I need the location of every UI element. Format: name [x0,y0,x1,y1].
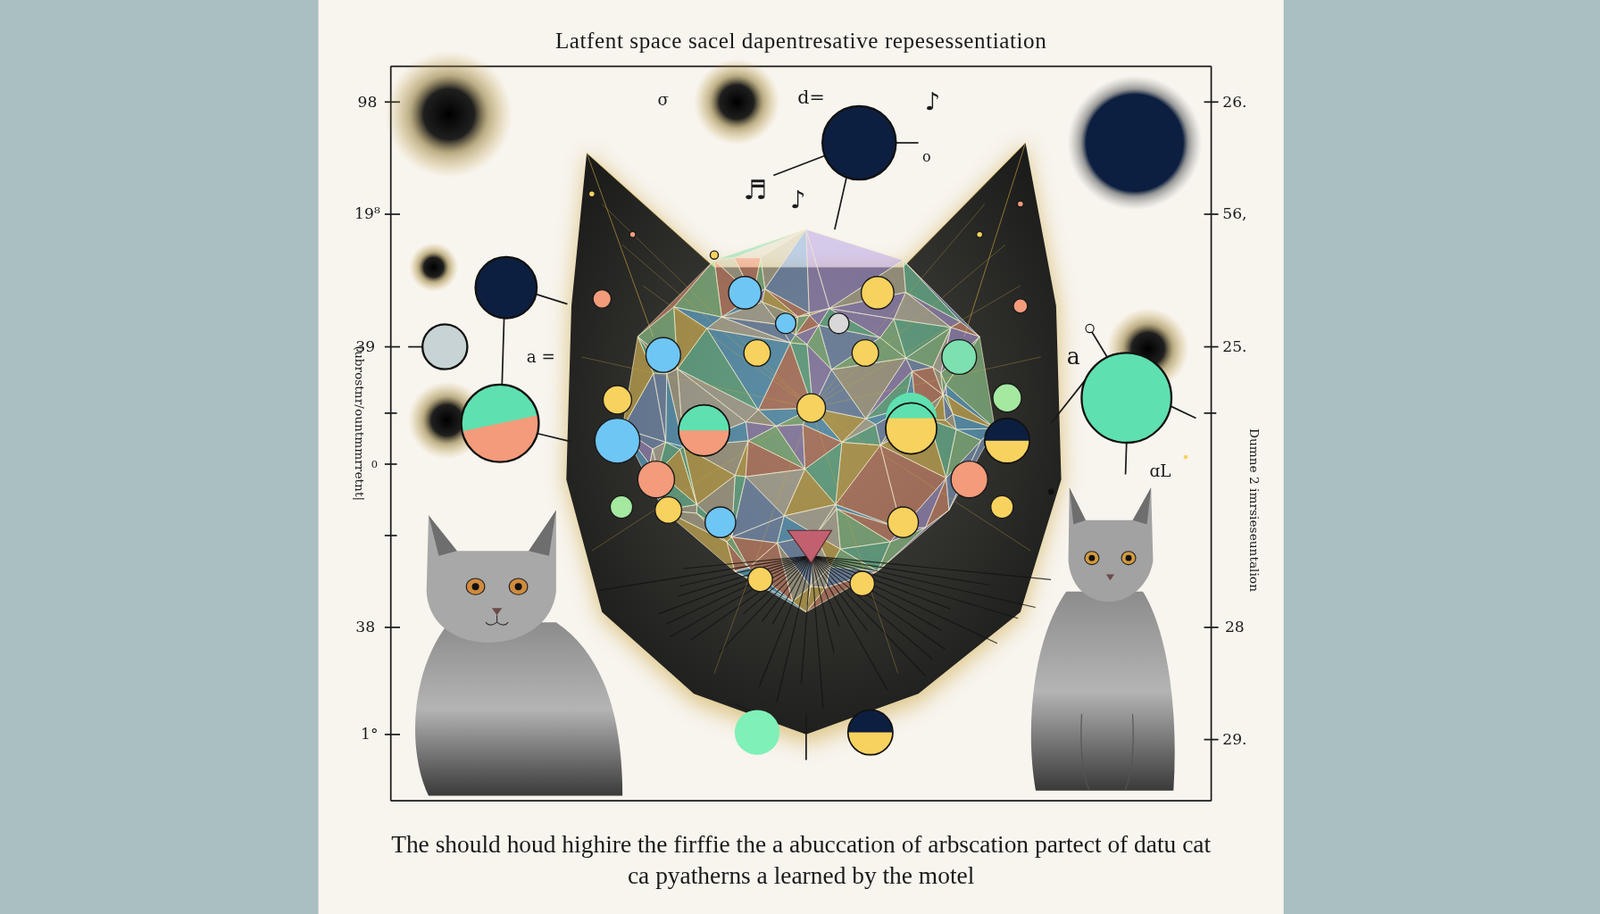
feature-dot [588,191,595,198]
ray-line [811,556,934,660]
ray-line [811,556,942,631]
symbol: d= [797,86,825,108]
feature-dot [748,566,773,592]
feature-dot [861,276,895,310]
feature-dot [976,231,984,238]
axis-number: 1° [360,725,378,743]
variable-label: ɑL [1149,462,1171,481]
axis-number: 26. [1222,93,1247,111]
axis-number: 28 [1225,618,1245,636]
feature-dot [941,340,977,375]
ray-line [669,556,811,638]
feature-dot [828,313,850,334]
feature-dot [992,383,1022,413]
ray-line [622,244,811,409]
axis-label: (ubrostnr/ountmmrretnt| [352,346,367,501]
ray-line [811,556,951,609]
feature-dot [592,290,612,309]
ray-line [642,285,812,409]
ray-line [811,556,1019,619]
feature-dot [991,495,1014,518]
ray-line [811,285,1021,409]
ray-line [601,204,811,409]
ray-line [811,556,990,585]
feature-dot [655,497,683,525]
feature-dot [728,276,762,310]
ray-line [811,556,998,644]
feature-dot [743,340,771,367]
music-note: ♪ [925,88,942,116]
ray-line [811,556,1036,609]
music-note: ♬ [742,175,767,205]
axis-number: 98 [358,93,378,111]
feature-dot [850,571,875,596]
feature-dot [645,337,681,373]
ray-line [811,556,824,709]
ray-line [811,244,1006,409]
variable-label: a [1066,344,1081,370]
feature-dot [887,507,918,538]
music-note: ♪ [790,186,807,214]
ray-line [811,556,946,650]
feature-dot [602,385,632,415]
mosaic-facet [714,229,807,260]
feature-dot [1016,200,1024,208]
feature-dot [594,418,640,464]
feature-dot [1013,299,1028,314]
ray-line [666,556,812,625]
ray-line [679,556,812,587]
mosaic-facet [637,259,715,337]
feature-dot [609,495,633,518]
feature-dot [950,461,988,499]
ray-line [811,556,889,692]
feature-dot [637,461,675,499]
caption: The should houd highire the firffie the … [383,829,1220,892]
ray-line [811,556,926,677]
feature-dot [797,393,826,423]
ray-line [690,556,811,641]
symbol: σ [658,91,669,109]
feature-dot [775,313,797,334]
mosaic-facet [748,542,792,601]
axis-number: 38 [355,618,375,636]
axis-number: 19⁸ [354,206,381,224]
axis-number: 25. [1222,338,1247,356]
feature-dot [705,507,736,538]
feature-dot [629,231,636,238]
title: Latfent space sacel dapentresative repes… [555,27,1047,55]
ray-line [718,556,811,654]
axis-number: 29. [1222,731,1247,749]
mosaic-facet [841,425,881,446]
mosaic-facet [795,315,810,335]
mosaic-facet [674,259,723,317]
ray-line [600,556,812,592]
axis-number: 56, [1222,206,1247,224]
symbol: o [922,149,932,166]
feature-dot [851,340,879,367]
variable-label: a = [526,348,556,367]
axis-label: Dumne 2 imrsieseuntalion [1246,428,1260,592]
mosaic-facet [806,229,904,309]
feature-dot [709,250,718,259]
ray-line [683,556,811,569]
ray-line [659,556,812,615]
ray-line [811,204,985,409]
axis-number: 0 [371,458,378,471]
ray-line [743,556,812,615]
